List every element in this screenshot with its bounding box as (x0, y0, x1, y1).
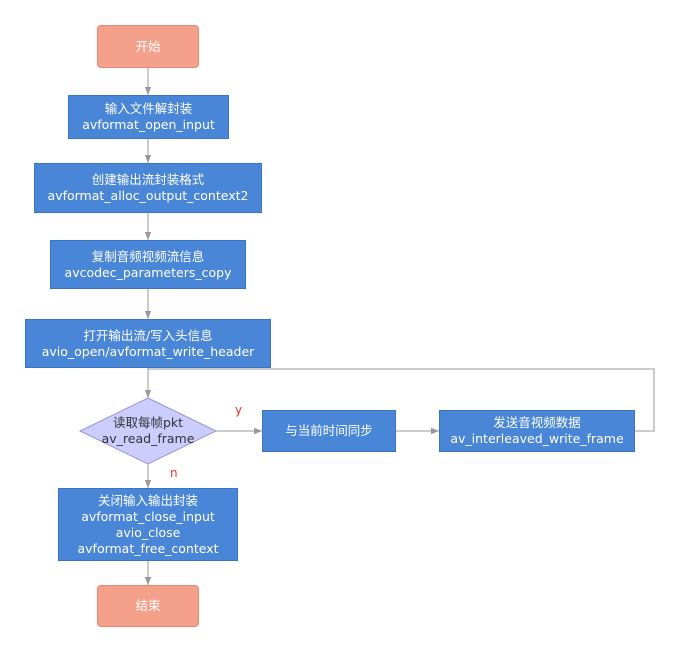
alloc-output-title: 创建输出流封装格式 (91, 172, 205, 187)
read-frame-function: av_read_frame (101, 431, 195, 446)
open-input-function: avformat_open_input (82, 117, 215, 132)
write-frame-function: av_interleaved_write_frame (450, 431, 624, 446)
sync-title: 与当前时间同步 (285, 423, 373, 438)
yes-branch-label: y (235, 403, 243, 417)
end-node: 结束 (97, 585, 199, 627)
decision-read-frame-shape (78, 397, 218, 465)
sync-node: 与当前时间同步 (262, 410, 396, 452)
open-input-title: 输入文件解封装 (104, 101, 193, 116)
copy-params-title: 复制音频视频流信息 (91, 248, 205, 264)
copy-params-node: 复制音频视频流信息 avcodec_parameters_copy (50, 240, 246, 289)
start-node: 开始 (97, 25, 199, 68)
no-branch-label: n (170, 466, 178, 480)
write-frame-title: 发送音视频数据 (493, 415, 581, 430)
write-header-title: 打开输出流/写入头信息 (83, 327, 213, 343)
close-function-2: avio_close (115, 524, 181, 540)
close-function-1: avformat_close_input (81, 508, 215, 524)
open-input-node: 输入文件解封装 avformat_open_input (68, 95, 229, 139)
read-frame-title: 读取每帧pkt (112, 415, 184, 430)
write-frame-node: 发送音视频数据 av_interleaved_write_frame (439, 410, 635, 452)
close-function-3: avformat_free_context (77, 540, 219, 556)
edge-write-frame-loop-back (148, 368, 655, 432)
alloc-output-node: 创建输出流封装格式 avformat_alloc_output_context2 (34, 163, 262, 213)
write-header-node: 打开输出流/写入头信息 avio_open/avformat_write_hea… (25, 319, 271, 368)
alloc-output-function: avformat_alloc_output_context2 (47, 188, 249, 203)
close-title: 关闭输入输出封装 (97, 492, 198, 508)
close-node: 关闭输入输出封装 avformat_close_input avio_close… (58, 488, 238, 561)
write-header-function: avio_open/avformat_write_header (41, 343, 255, 359)
copy-params-function: avcodec_parameters_copy (64, 264, 232, 280)
end-label: 结束 (135, 598, 161, 613)
read-frame-decision: 读取每帧pkt av_read_frame (80, 398, 216, 464)
start-label: 开始 (135, 38, 161, 54)
